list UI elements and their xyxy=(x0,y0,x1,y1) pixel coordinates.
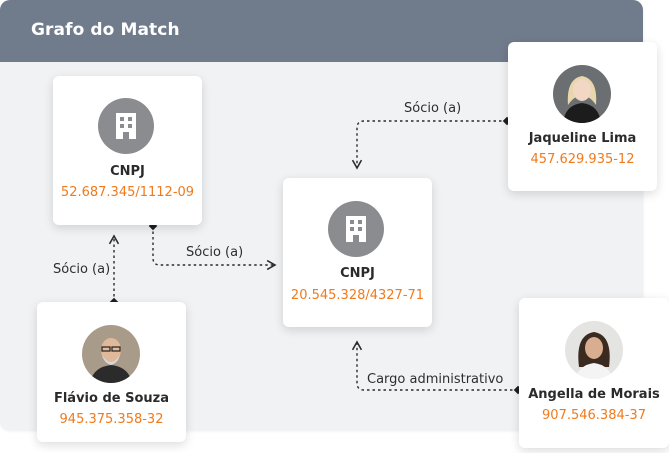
edge-jaqueline-company2 xyxy=(351,120,507,170)
person-card-jaqueline[interactable]: Jaqueline Lima 457.629.935-12 xyxy=(508,42,657,191)
edge-label-angella: Cargo administrativo xyxy=(367,372,504,387)
company-cnpj: 20.545.328/4327-71 xyxy=(290,288,425,303)
company-label: CNPJ xyxy=(110,164,145,179)
person-cpf: 945.375.358-32 xyxy=(59,412,164,427)
edge-label-jaqueline: Sócio (a) xyxy=(404,101,462,116)
person-card-flavio[interactable]: Flávio de Souza 945.375.358-32 xyxy=(37,302,186,442)
person-card-angella[interactable]: Angella de Morais 907.546.384-37 xyxy=(519,298,669,448)
person-name: Flávio de Souza xyxy=(53,391,170,406)
company-card-1[interactable]: CNPJ 52.687.345/1112-09 xyxy=(53,76,202,225)
panel-title: Grafo do Match xyxy=(31,20,180,40)
person-name: Angella de Morais xyxy=(528,387,660,402)
person-name: Jaqueline Lima xyxy=(528,131,637,146)
company-cnpj: 52.687.345/1112-09 xyxy=(60,185,195,200)
edge-angella-company2 xyxy=(351,340,518,391)
person-cpf: 907.546.384-37 xyxy=(542,408,646,423)
person-cpf: 457.629.935-12 xyxy=(530,152,635,167)
avatar xyxy=(565,321,623,379)
edge-label-company1: Sócio (a) xyxy=(186,245,244,260)
company-card-2[interactable]: CNPJ 20.545.328/4327-71 xyxy=(283,178,432,327)
edge-label-flavio: Sócio (a) xyxy=(53,262,111,277)
building-icon xyxy=(98,98,154,154)
building-icon xyxy=(328,201,384,257)
company-label: CNPJ xyxy=(340,266,375,281)
avatar xyxy=(553,65,611,123)
avatar xyxy=(82,325,140,383)
